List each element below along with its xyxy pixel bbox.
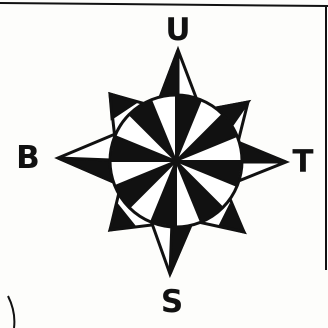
label-south: S: [161, 284, 183, 320]
label-west: B: [16, 140, 40, 176]
label-east: T: [292, 144, 313, 180]
frame-top-line: [0, 3, 328, 6]
disc-spokes: [110, 95, 242, 227]
label-north: U: [165, 12, 190, 48]
central-disc: [110, 95, 242, 227]
frame-corner-arc: [8, 296, 14, 328]
